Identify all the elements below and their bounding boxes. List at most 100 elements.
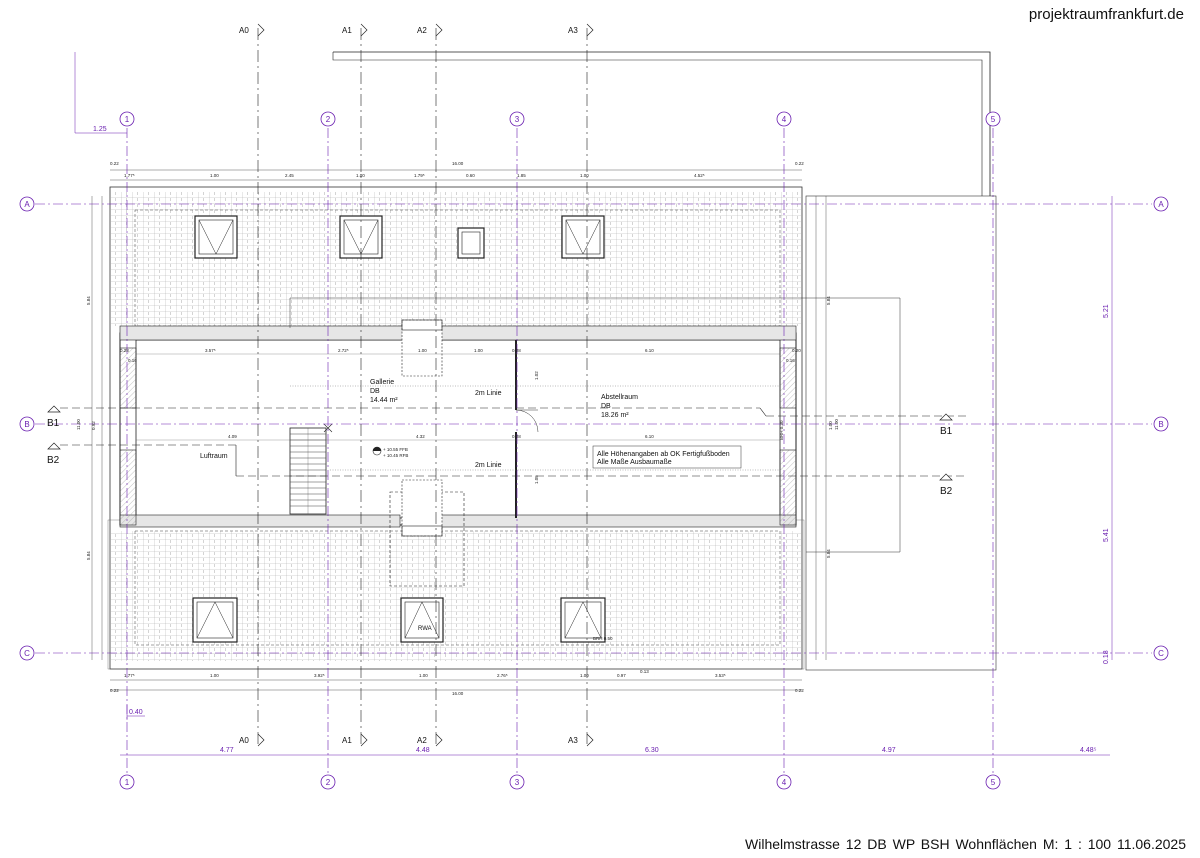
- svg-text:11.00: 11.00: [834, 419, 839, 430]
- axis-bubble-row-B-right: B: [1153, 416, 1169, 432]
- skylight-3: [457, 227, 485, 259]
- level-ffb: + 10.55 FFB: [383, 447, 408, 452]
- section-lines-vertical: [257, 28, 588, 745]
- room-name-abstellraum: Abstellraum: [601, 394, 638, 401]
- svg-text:0.92: 0.92: [91, 421, 96, 430]
- svg-text:5: 5: [991, 115, 996, 124]
- svg-text:0.28: 0.28: [512, 434, 521, 439]
- section-label-A2-bottom: A2: [417, 736, 427, 745]
- svg-text:1.02: 1.02: [534, 371, 539, 380]
- svg-text:3.53⁵: 3.53⁵: [715, 673, 726, 678]
- section-label-A1: A1: [342, 26, 352, 35]
- svg-text:0.97: 0.97: [617, 673, 626, 678]
- two-meter-lines: [290, 385, 780, 471]
- svg-text:3.92⁵: 3.92⁵: [314, 673, 325, 678]
- section-arrow-5: [360, 733, 368, 747]
- dormer-bottom: [389, 479, 465, 587]
- dimension-chain-vertical: 5.84 11.00 5.84 5.84 11.00 5.84: [76, 296, 839, 560]
- section-label-B1-right: B1: [940, 426, 953, 437]
- section-label-A3-bottom: A3: [568, 736, 578, 745]
- section-label-A0: A0: [239, 26, 249, 35]
- axis-dim-3-4: 6.30: [645, 747, 659, 754]
- dormer-top: [401, 319, 443, 377]
- svg-text:A: A: [24, 200, 30, 209]
- svg-text:6.10: 6.10: [645, 434, 654, 439]
- room-area-gallerie: 14.44 m²: [370, 397, 398, 404]
- axis-bubble-row-A-left: A: [19, 196, 35, 212]
- axis-bubble-col-2-top: 2: [320, 111, 336, 127]
- site-watermark: projektraumfrankfurt.de: [1028, 6, 1184, 23]
- level-rfb: + 10.45 RFB: [383, 453, 408, 458]
- axis-dim-C-end: 0.18: [1103, 650, 1110, 664]
- svg-text:2.72⁵: 2.72⁵: [338, 348, 349, 353]
- svg-text:16.00: 16.00: [452, 161, 464, 166]
- axis-dim-B-C: 5.41: [1103, 528, 1110, 542]
- section-labels-top: A0 A1 A2 A3: [239, 26, 578, 35]
- right-annex: [289, 51, 997, 671]
- svg-text:B: B: [1158, 420, 1163, 429]
- axis-dim-5-end: 4.48⁵: [1080, 747, 1097, 754]
- axis-bubble-row-C-left: C: [19, 645, 35, 661]
- axis-bubble-col-4-top: 4: [776, 111, 792, 127]
- svg-text:A: A: [1158, 200, 1164, 209]
- section-arrow-6: [435, 733, 443, 747]
- svg-text:1.77⁵: 1.77⁵: [124, 173, 135, 178]
- staircase: [289, 423, 333, 515]
- room-type-abstellraum: DB: [601, 403, 611, 410]
- skylight-1: [194, 215, 238, 259]
- svg-text:5.84: 5.84: [86, 551, 91, 560]
- skylight-rwa: [400, 597, 444, 643]
- svg-text:4: 4: [782, 115, 787, 124]
- svg-text:11.00: 11.00: [76, 419, 81, 430]
- dim-left-bottom: 0.40: [129, 709, 143, 716]
- svg-text:5.84: 5.84: [826, 296, 831, 305]
- svg-text:1.77⁵: 1.77⁵: [124, 673, 135, 678]
- svg-text:0.28: 0.28: [120, 348, 129, 353]
- svg-text:1.79⁵: 1.79⁵: [414, 173, 425, 178]
- axis-bubble-col-5-bottom: 5: [985, 774, 1001, 790]
- axis-dimensions: 4.77 4.48 6.30 4.97 4.48⁵ 5.21 5.41 0.18…: [93, 126, 1110, 754]
- svg-text:2.76⁵: 2.76⁵: [497, 673, 508, 678]
- dimension-lines: [74, 52, 1113, 756]
- svg-text:0.22: 0.22: [110, 161, 119, 166]
- section-labels-bottom: A0 A1 A2 A3: [239, 736, 578, 745]
- dimension-chain-top: 0.22 1.77⁵ 1.00 2.45 1.00 1.79⁵ 0.60 1.8…: [110, 161, 804, 178]
- svg-text:0.60: 0.60: [466, 173, 475, 178]
- svg-text:3: 3: [515, 115, 520, 124]
- skylight-6: [560, 597, 606, 643]
- room-name-gallerie: Gallerie: [370, 379, 394, 386]
- note-box: Alle Höhenangaben ab OK Fertigfußboden A…: [592, 445, 742, 469]
- svg-text:1.00: 1.00: [828, 421, 833, 430]
- dim-left-offset: 1.25: [93, 126, 107, 133]
- svg-text:C: C: [1158, 649, 1164, 658]
- axis-bubble-col-1-bottom: 1: [119, 774, 135, 790]
- section-arrow-4: [257, 733, 265, 747]
- axis-dim-A-B: 5.21: [1103, 304, 1110, 318]
- svg-text:6.10: 6.10: [645, 348, 654, 353]
- section-arrow-1: [360, 23, 368, 37]
- svg-text:1: 1: [125, 115, 130, 124]
- svg-text:1.00: 1.00: [210, 173, 219, 178]
- section-markers: [47, 23, 953, 747]
- section-triangle-1: [47, 442, 61, 450]
- axis-bubble-row-B-left: B: [19, 416, 35, 432]
- svg-text:C: C: [24, 649, 30, 658]
- svg-text:2.45: 2.45: [285, 173, 294, 178]
- svg-text:1.05: 1.05: [534, 475, 539, 484]
- svg-text:2: 2: [326, 115, 331, 124]
- section-triangle-0: [47, 405, 61, 413]
- axis-bubble-col-3-top: 3: [509, 111, 525, 127]
- section-cut-lines: [60, 407, 968, 477]
- svg-text:1.00: 1.00: [419, 673, 428, 678]
- svg-text:5.84: 5.84: [86, 296, 91, 305]
- section-label-A0-bottom: A0: [239, 736, 249, 745]
- brh-label-bottom: BRH 0.50: [593, 636, 613, 641]
- axis-dim-1-2: 4.77: [220, 747, 234, 754]
- svg-text:0.16: 0.16: [786, 358, 795, 363]
- svg-text:1.00: 1.00: [210, 673, 219, 678]
- room-area-abstellraum: 18.26 m²: [601, 412, 629, 419]
- svg-text:1: 1: [125, 778, 130, 787]
- svg-text:0.22: 0.22: [795, 688, 804, 693]
- axis-bubble-row-C-right: C: [1153, 645, 1169, 661]
